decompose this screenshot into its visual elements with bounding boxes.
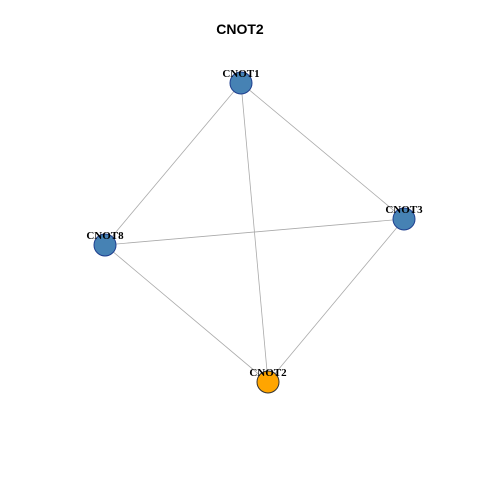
node-cnot3[interactable] [392,207,416,231]
edge-cnot3-cnot2 [267,218,405,383]
node-label-cnot8: CNOT8 [86,230,124,242]
node-label-cnot1: CNOT1 [222,68,259,80]
node-cnot8[interactable] [93,233,117,257]
node-label-cnot2: CNOT2 [249,367,287,379]
edge-cnot1-cnot3 [240,82,405,220]
node-cnot1[interactable] [229,71,253,95]
edge-cnot3-cnot8 [104,218,405,246]
node-cnot2[interactable] [256,370,280,394]
edge-layer [104,82,405,383]
edge-cnot1-cnot8 [104,82,242,246]
edge-cnot1-cnot2 [240,82,269,383]
node-label-cnot3: CNOT3 [385,204,423,216]
diagram-title: CNOT2 [216,21,264,37]
edge-cnot8-cnot2 [104,244,269,383]
